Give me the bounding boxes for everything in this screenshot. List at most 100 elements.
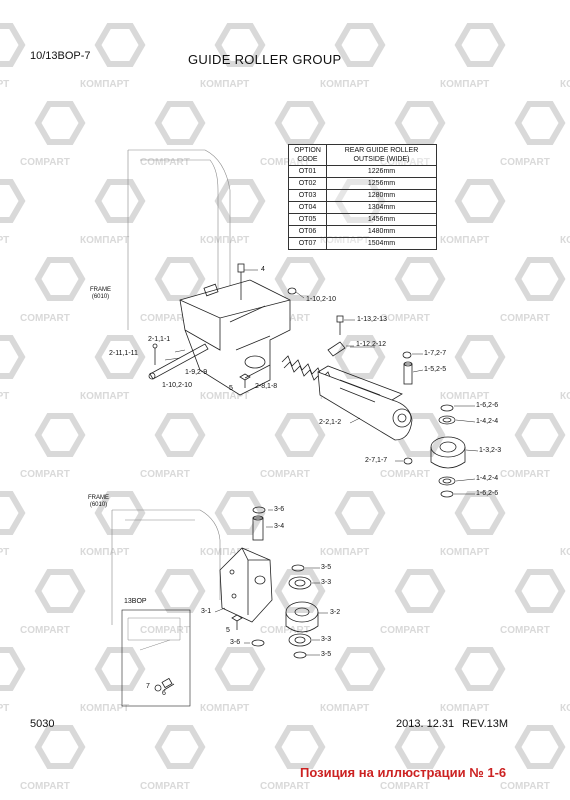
watermark-tile: КОМПАРТ — [200, 179, 266, 246]
option-code-cell: OT06 — [288, 225, 327, 238]
watermark-text: КОМПАРТ — [320, 79, 369, 90]
width-cell: 1304mm — [326, 201, 437, 214]
option-code-cell: OT04 — [288, 201, 327, 214]
option-code-cell: OT05 — [288, 213, 327, 226]
watermark-logo-icon — [334, 647, 386, 691]
watermark-text: КОМПАРТ — [440, 235, 489, 246]
bolt-4 — [237, 263, 258, 300]
callout-6: 6 — [162, 690, 166, 697]
watermark-tile: COMPART — [260, 413, 326, 480]
watermark-text: COMPART — [380, 469, 430, 480]
watermark-tile: COMPART — [20, 569, 86, 636]
watermark-logo-icon — [334, 335, 386, 379]
callout-2-7-1-7: 2-7,1-7 — [365, 457, 388, 464]
watermark-logo-icon — [394, 725, 446, 769]
callout-1-4-2-4-bottom: 1-4,2-4 — [476, 475, 499, 482]
watermark-tile: КОМПАРТ — [200, 647, 266, 714]
header-rear-guide-roller: REAR GUIDE ROLLER OUTSIDE (WIDE) — [326, 144, 437, 166]
width-cell: 1480mm — [326, 225, 437, 238]
bolt-1-13 — [336, 315, 355, 335]
watermark-tile: КОМПАРТ — [560, 547, 570, 558]
callout-3-3-bottom: 3-3 — [321, 636, 332, 643]
watermark-text: КОМПАРТ — [0, 547, 9, 558]
upper-bracket — [179, 279, 291, 396]
watermark-text: COMPART — [140, 625, 190, 636]
watermark-text: КОМПАРТ — [440, 391, 489, 402]
watermark-text: КОМПАРТ — [560, 703, 570, 714]
watermark-logo-icon — [514, 257, 566, 301]
watermark-tile: COMPART — [500, 725, 566, 792]
watermark-logo-icon — [0, 179, 26, 223]
watermark-tile: COMPART — [260, 101, 326, 168]
watermark-text: COMPART — [380, 313, 430, 324]
watermark-logo-icon — [94, 179, 146, 223]
watermark-text: КОМПАРТ — [440, 703, 489, 714]
inset-13bop — [121, 609, 191, 707]
watermark-logo-icon — [34, 413, 86, 457]
watermark-text: КОМПАРТ — [200, 79, 249, 90]
watermark-text: КОМПАРТ — [560, 79, 570, 90]
lower-bracket — [219, 547, 273, 623]
watermark-tile: COMPART — [20, 725, 86, 792]
watermark-logo-icon — [154, 101, 206, 145]
watermark-text: COMPART — [140, 157, 190, 168]
washer-1-10-top — [287, 287, 297, 295]
watermark-tile: КОМПАРТ — [560, 703, 570, 714]
watermark-tile: COMPART — [20, 413, 86, 480]
watermark-text: КОМПАРТ — [80, 391, 129, 402]
watermark-logo-icon — [214, 647, 266, 691]
watermark-tile: COMPART — [380, 725, 446, 792]
watermark-tile: КОМПАРТ — [80, 491, 146, 558]
watermark-logo-icon — [514, 569, 566, 613]
watermark-logo-icon — [214, 179, 266, 223]
callout-1-5-2-5: 1-5,2-5 — [424, 366, 447, 373]
watermark-tile: КОМПАРТ — [200, 23, 266, 90]
callout-3-3-top: 3-3 — [321, 579, 332, 586]
inset-title: 13BOP — [124, 598, 147, 605]
watermark-tile: КОМПАРТ — [560, 79, 570, 90]
watermark-logo-icon — [0, 491, 26, 535]
callout-1-3-2-3: 1-3,2-3 — [479, 447, 502, 454]
watermark-text: КОМПАРТ — [80, 547, 129, 558]
watermark-text: КОМПАРТ — [80, 235, 129, 246]
watermark-text: COMPART — [260, 157, 310, 168]
watermark-tile: COMPART — [500, 257, 566, 324]
callout-2-2-1-2: 2-2,1-2 — [319, 419, 342, 426]
watermark-text: КОМПАРТ — [80, 79, 129, 90]
watermark-logo-icon — [454, 179, 506, 223]
watermark-tile: КОМПАРТ — [0, 491, 26, 558]
watermark-text: КОМПАРТ — [560, 235, 570, 246]
watermark-tile: COMPART — [500, 569, 566, 636]
watermark-tile: КОМПАРТ — [0, 179, 26, 246]
watermark-logo-icon — [94, 335, 146, 379]
watermark-logo-icon — [34, 725, 86, 769]
watermark-text: COMPART — [140, 469, 190, 480]
watermark-logo-icon — [94, 491, 146, 535]
watermark-text: COMPART — [20, 469, 70, 480]
watermark-text: КОМПАРТ — [0, 391, 9, 402]
watermark-text: КОМПАРТ — [200, 547, 249, 558]
watermark-text: КОМПАРТ — [200, 391, 249, 402]
callout-4: 4 — [261, 266, 265, 273]
bolt-5-bottom — [231, 614, 243, 630]
watermark-text: КОМПАРТ — [0, 703, 9, 714]
watermark-logo-icon — [0, 335, 26, 379]
option-code-cell: OT01 — [288, 165, 327, 178]
watermark-text: КОМПАРТ — [320, 703, 369, 714]
watermark-text: COMPART — [500, 781, 550, 792]
watermark-logo-icon — [214, 23, 266, 67]
watermark-tile: КОМПАРТ — [80, 647, 146, 714]
watermark-tile: КОМПАРТ — [320, 23, 386, 90]
watermark-tile: COMPART — [500, 413, 566, 480]
watermark-tile: КОМПАРТ — [320, 491, 386, 558]
watermark-logo-icon — [334, 23, 386, 67]
watermark-tile: COMPART — [140, 257, 206, 324]
watermark-logo-icon — [274, 413, 326, 457]
callout-1-10-2-10-top: 1-10,2-10 — [306, 296, 336, 303]
watermark-text: COMPART — [500, 157, 550, 168]
watermark-logo-icon — [0, 647, 26, 691]
watermark-logo-icon — [94, 647, 146, 691]
callout-3-2: 3-2 — [330, 609, 341, 616]
